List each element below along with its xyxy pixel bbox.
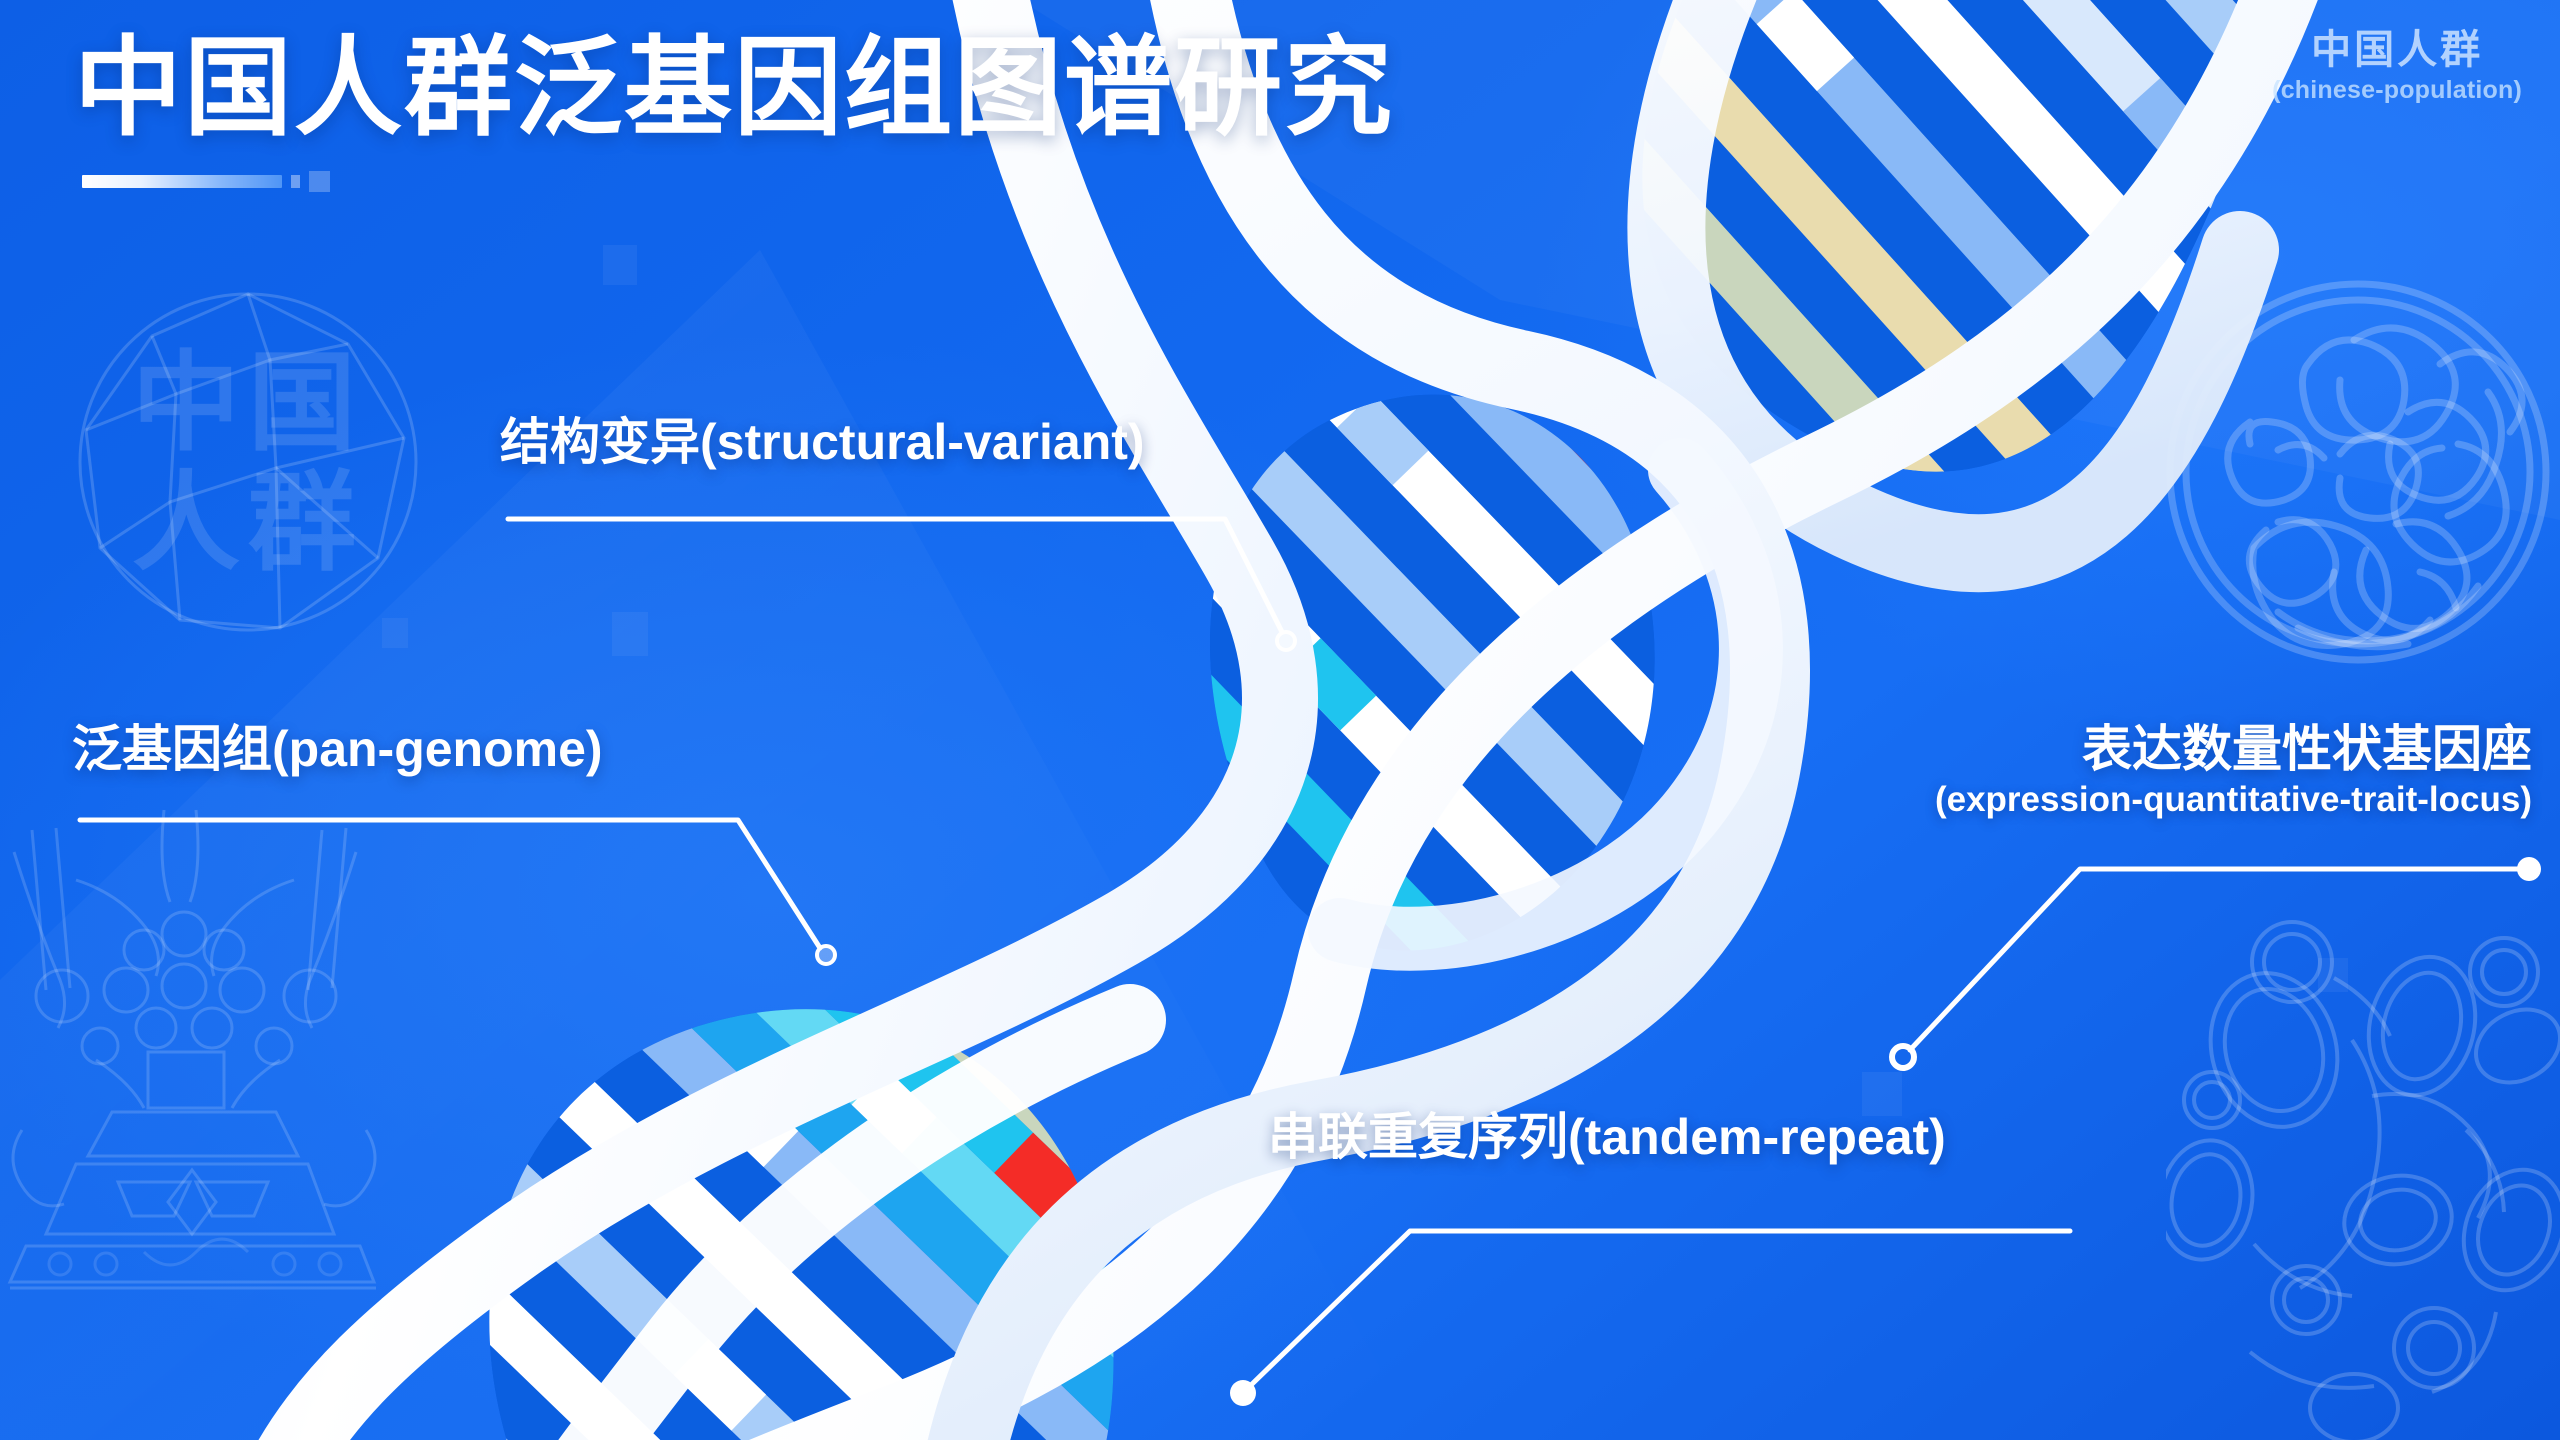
connector-pan-genome	[77, 817, 823, 951]
callout-structural-variant: 结构变异(structural-variant)	[500, 415, 1145, 470]
callout-label-eqtl: 表达数量性状基因座	[2082, 721, 2532, 777]
callout-label-structural-variant: 结构变异(structural-variant)	[500, 414, 1145, 470]
connector-eqtl	[1907, 866, 2531, 1053]
page-title: 中国人群泛基因组图谱研究	[74, 27, 1395, 148]
corner-logo: 中国人群 (chinese-population)	[2272, 30, 2522, 103]
callout-pan-genome: 泛基因组(pan-genome)	[72, 722, 603, 777]
callout-eqtl: 表达数量性状基因座 (expression-quantitative-trait…	[1934, 721, 2532, 820]
connector-structural-variant	[505, 516, 1285, 635]
endpoint-eqtl-anchor-dot	[2517, 857, 2541, 881]
endpoint-eqtl-dot	[1889, 1043, 1917, 1071]
underline-bar	[82, 174, 282, 188]
callout-tandem-repeat: 串联重复序列(tandem-repeat)	[1268, 1110, 1946, 1165]
callout-label-tandem-repeat: 串联重复序列(tandem-repeat)	[1268, 1109, 1946, 1165]
watermark-line-1: 中国	[131, 341, 364, 463]
title-block: 中国人群泛基因组图谱研究	[74, 27, 1395, 192]
dna-ribbon-strands	[258, 0, 2318, 1440]
corner-logo-en: (chinese-population)	[2272, 76, 2522, 104]
molecule-structure-ornament-icon	[2166, 920, 2560, 1440]
watermark-badge: 中国 人群	[48, 290, 448, 635]
endpoint-tandem-repeat-dot	[1230, 1380, 1256, 1406]
connector-tandem-repeat	[1247, 1228, 2073, 1389]
callout-label-pan-genome: 泛基因组(pan-genome)	[72, 721, 603, 777]
connector-endpoints	[815, 630, 2541, 1406]
watermark-line-2: 人群	[131, 461, 364, 583]
endpoint-pan-genome-dot	[815, 944, 837, 966]
corner-logo-cn: 中国人群	[2311, 28, 2484, 72]
underline-dash-small	[291, 174, 300, 188]
endpoint-structural-variant-dot	[1275, 630, 1297, 652]
watermark-badge-text: 中国 人群	[48, 290, 448, 635]
ritual-vessel-ornament-icon	[7, 809, 377, 1290]
callout-sublabel-eqtl: (expression-quantitative-trait-locus)	[1934, 780, 2532, 819]
underline-dash-medium	[309, 170, 330, 192]
faceted-globe-icon	[78, 292, 418, 632]
title-underline-icon	[82, 170, 342, 192]
